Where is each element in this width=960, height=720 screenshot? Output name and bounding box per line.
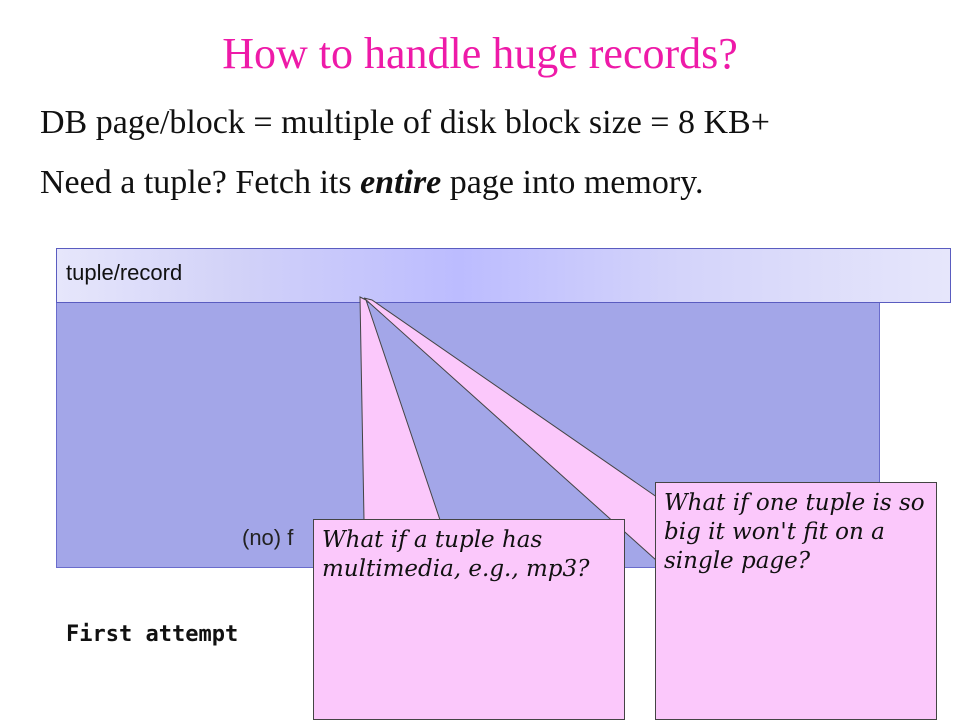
block-size-text: DB page/block = multiple of disk block s… — [40, 104, 770, 141]
slide-title: How to handle huge records? — [222, 29, 738, 78]
first-attempt-label: First attempt — [66, 622, 239, 647]
fetch-page-text-post: page into memory. — [441, 164, 704, 201]
fetch-page-text-pre: Need a tuple? Fetch its — [40, 164, 361, 201]
tuple-record-label: tuple/record — [66, 260, 183, 285]
callout-big-tuple: What if one tuple is so big it won't fit… — [655, 482, 937, 720]
callout-multimedia: What if a tuple has multimedia, e.g., mp… — [313, 519, 625, 720]
fetch-page-text: Need a tuple? Fetch its entire page into… — [40, 164, 703, 202]
page-label: (no) f — [242, 525, 294, 550]
tuple-record-bar — [56, 248, 951, 303]
entire-emphasis: entire — [360, 164, 442, 201]
